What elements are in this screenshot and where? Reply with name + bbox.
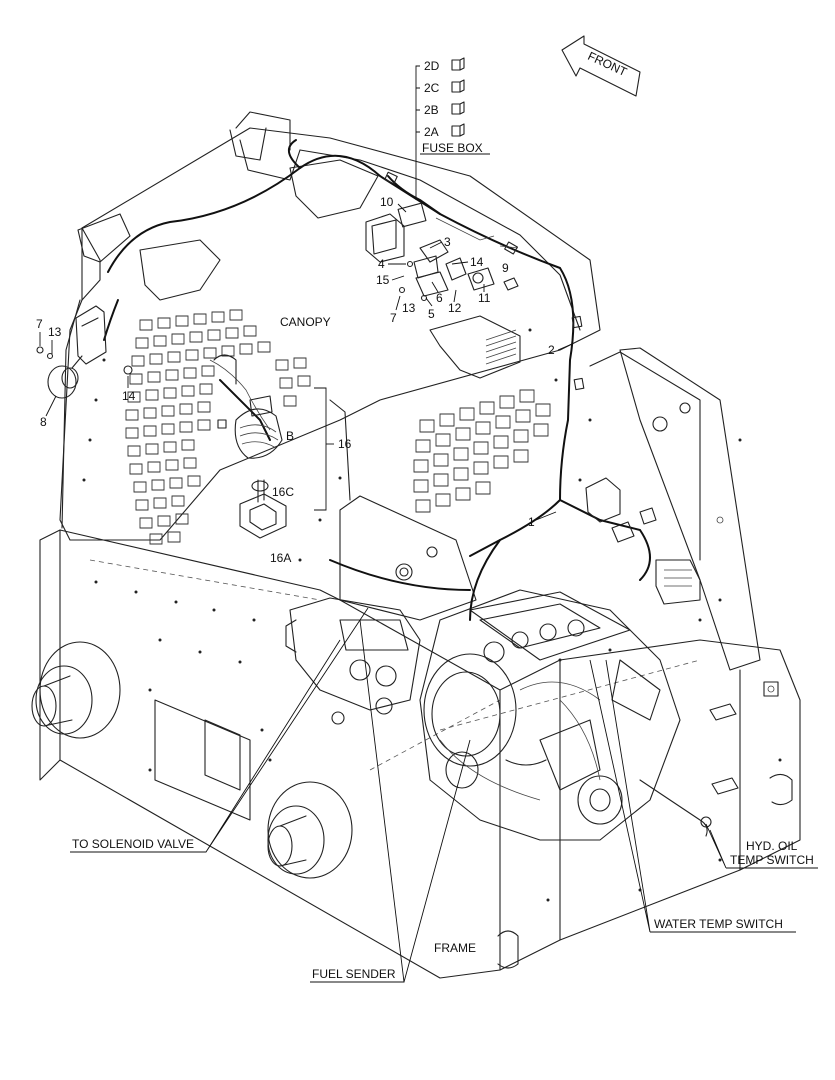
callout-15: 15: [376, 273, 390, 287]
front-arrow: FRONT: [561, 35, 641, 97]
rivets: [82, 328, 782, 902]
hyd-oil-label-line2: TEMP SWITCH: [730, 853, 814, 867]
wire-harness: [103, 139, 651, 621]
callout-11: 11: [478, 291, 491, 305]
fuse-2a-label: 2A: [424, 125, 439, 139]
canopy: CANOPY: [59, 111, 601, 541]
joystick-16: [213, 354, 334, 539]
relay-cluster: [365, 202, 519, 302]
fuse-2b-label: 2B: [424, 103, 439, 117]
callout-16a: 16A: [270, 551, 291, 565]
leader-labels: TO SOLENOID VALVE FUEL SENDER WATER TEMP…: [70, 607, 818, 983]
callout-14b: 14: [470, 255, 484, 269]
to-solenoid-valve-label: TO SOLENOID VALVE: [72, 837, 194, 851]
callout-16b: B: [286, 429, 294, 443]
callout-3: 3: [444, 235, 451, 249]
canopy-label: CANOPY: [280, 315, 331, 329]
rear-pillar: [589, 347, 761, 671]
horn-assembly: [36, 305, 133, 399]
callout-7b: 7: [390, 311, 397, 325]
callout-13b: 13: [402, 301, 416, 315]
callout-14a: 14: [122, 389, 136, 403]
callout-16: 16: [338, 437, 352, 451]
rear-electrical: [585, 477, 701, 605]
frame: FRAME: [31, 529, 801, 979]
fuse-2c-label: 2C: [424, 81, 440, 95]
callout-10: 10: [380, 195, 394, 209]
callout-1: 1: [528, 515, 535, 529]
hyd-oil-label-line1: HYD. OIL: [746, 839, 798, 853]
callout-8: 8: [40, 415, 47, 429]
callout-4: 4: [378, 257, 385, 271]
water-temp-switch-label: WATER TEMP SWITCH: [654, 917, 783, 931]
fuse-box: 2D 2C 2B 2A FUSE BOX: [415, 57, 490, 200]
hydraulic-pump: [285, 597, 421, 725]
fuel-sender-label: FUEL SENDER: [312, 967, 396, 981]
callout-12: 12: [448, 301, 462, 315]
part-callouts: 1 2 3 4 5 6 7 7 8 9 10 11 12 13 13 14 14…: [36, 195, 573, 565]
firewall-panel: [339, 495, 477, 621]
callout-5: 5: [428, 307, 435, 321]
front-label: FRONT: [586, 49, 630, 79]
callout-9: 9: [502, 261, 509, 275]
callout-2: 2: [548, 343, 555, 357]
engine: [419, 589, 712, 841]
frame-label: FRAME: [434, 941, 476, 955]
fuse-box-label: FUSE BOX: [422, 141, 483, 155]
callout-7a: 7: [36, 317, 43, 331]
canopy-side-grille: [125, 309, 551, 545]
callout-13a: 13: [48, 325, 62, 339]
callout-16c: 16C: [272, 485, 294, 499]
fuse-2d-label: 2D: [424, 59, 440, 73]
callout-6: 6: [436, 291, 443, 305]
